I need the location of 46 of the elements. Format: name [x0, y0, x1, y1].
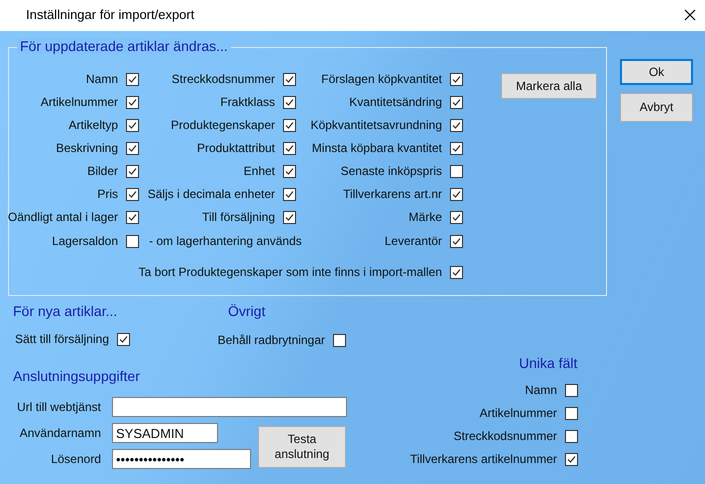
checkbox-label: Oändligt antal i lager — [8, 209, 118, 225]
checkbox-label: Produktegenskaper — [170, 117, 275, 133]
section-heading: Anslutningsuppgifter — [13, 368, 140, 384]
checkbox-label: Säljs i decimala enheter — [148, 186, 275, 202]
checkbox-label: Ta bort Produktegenskaper som inte finns i import-mallen — [138, 264, 442, 280]
checkbox-label: Märke — [408, 209, 442, 225]
button: Ok — [620, 59, 693, 85]
button: Markera alla — [501, 73, 597, 99]
button: Testa anslutning — [258, 426, 346, 468]
checkbox-label: Förslagen köpkvantitet — [321, 71, 442, 87]
field-label: Lösenord — [50, 452, 101, 466]
text-field: ••••••••••••••• — [112, 449, 251, 469]
checkbox-label: Till försäljning — [202, 209, 275, 225]
checkbox-label: Produktattribut — [196, 140, 275, 156]
checkbox-label: Beskrivning — [56, 140, 118, 156]
checkbox-label: Lagersaldon — [52, 233, 118, 249]
checkbox-label: Senaste inköpspris — [340, 163, 442, 179]
checkbox-label: Pris — [97, 186, 118, 202]
checkbox-label: Tillverkarens art.nr — [343, 186, 442, 202]
checkbox-label: Leverantör — [384, 233, 442, 249]
checkbox-label: Enhet — [244, 163, 275, 179]
checkbox-label: Artikelnummer — [480, 405, 557, 421]
checkbox-label: Namn — [86, 71, 118, 87]
checkbox-label: Artikelnummer — [40, 94, 118, 110]
checkbox-label: Behåll radbrytningar — [218, 332, 325, 348]
button: Avbryt — [620, 93, 693, 122]
checkbox-label: Artikeltyp — [68, 117, 118, 133]
section-heading: Unika fält — [519, 355, 578, 371]
section-heading: För nya artiklar... — [13, 303, 118, 319]
checkbox-label: Streckkodsnummer — [172, 71, 275, 87]
checkbox-label: Streckkodsnummer — [454, 428, 557, 444]
section-heading: Övrigt — [228, 303, 266, 319]
checkbox-label: Namn — [524, 382, 557, 398]
group-heading: För uppdaterade artiklar ändras... — [17, 38, 231, 54]
checkbox-label: Köpkvantitetsavrundning — [310, 117, 442, 133]
checkbox-label: Bilder — [87, 163, 118, 179]
checkbox-label: Kvantitetsändring — [349, 94, 442, 110]
checkbox-label: Sätt till försäljning — [14, 331, 109, 347]
text-field: SYSADMIN — [112, 423, 218, 443]
checkbox-note: - om lagerhantering används — [149, 233, 302, 249]
checkbox-label: Tillverkarens artikelnummer — [410, 451, 557, 467]
field-label: Url till webtjänst — [16, 400, 101, 414]
window-title: Inställningar för import/export — [26, 7, 194, 22]
field-label: Användarnamn — [20, 426, 101, 440]
checkbox-label: Fraktklass — [220, 94, 275, 110]
checkbox-label: Minsta köpbara kvantitet — [312, 140, 442, 156]
